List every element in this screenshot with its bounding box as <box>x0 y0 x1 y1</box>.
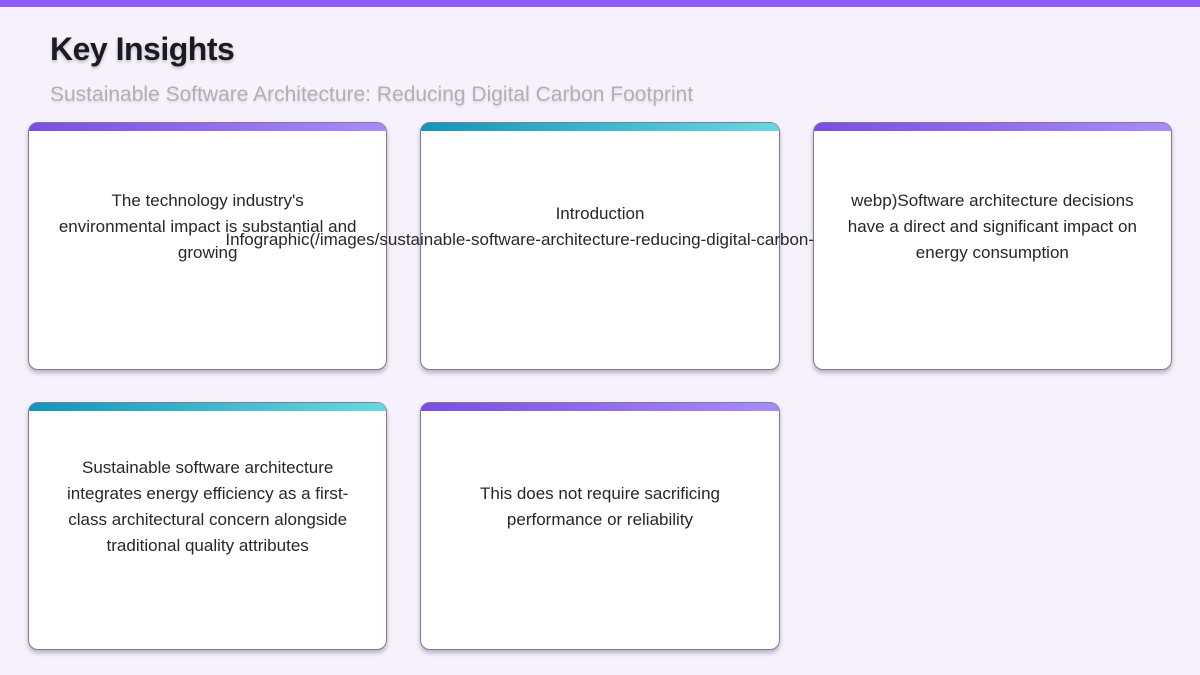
card-accent-bar <box>421 123 779 131</box>
page-title: Key Insights <box>50 31 235 67</box>
insight-card: This does not require sacrificing perfor… <box>420 402 780 650</box>
card-text: Sustainable software architecture integr… <box>67 458 349 555</box>
card-accent-bar <box>29 123 387 131</box>
card-text: webp)Software architecture decisions hav… <box>847 191 1137 262</box>
card-accent-bar <box>421 403 779 411</box>
card-text: This does not require sacrificing perfor… <box>479 484 720 529</box>
card-title: Introduction <box>555 204 645 223</box>
insight-card: Sustainable software architecture integr… <box>28 402 388 650</box>
overflow-path-text: Infographic(/images/sustainable-software… <box>225 230 975 249</box>
page-subtitle: Sustainable Software Architecture: Reduc… <box>50 83 694 106</box>
insight-card: webp)Software architecture decisions hav… <box>812 122 1172 370</box>
top-accent-bar <box>0 0 1200 7</box>
insights-grid: The technology industry's environmental … <box>28 122 1172 650</box>
insight-card: The technology industry's environmental … <box>28 122 388 370</box>
card-text: The technology industry's environmental … <box>58 191 357 262</box>
insight-card: Introduction Infographic(/images/sustain… <box>225 122 975 370</box>
page-header: Key Insights Sustainable Software Archit… <box>0 29 1200 109</box>
card-accent-bar <box>813 123 1171 131</box>
card-accent-bar <box>29 403 387 411</box>
